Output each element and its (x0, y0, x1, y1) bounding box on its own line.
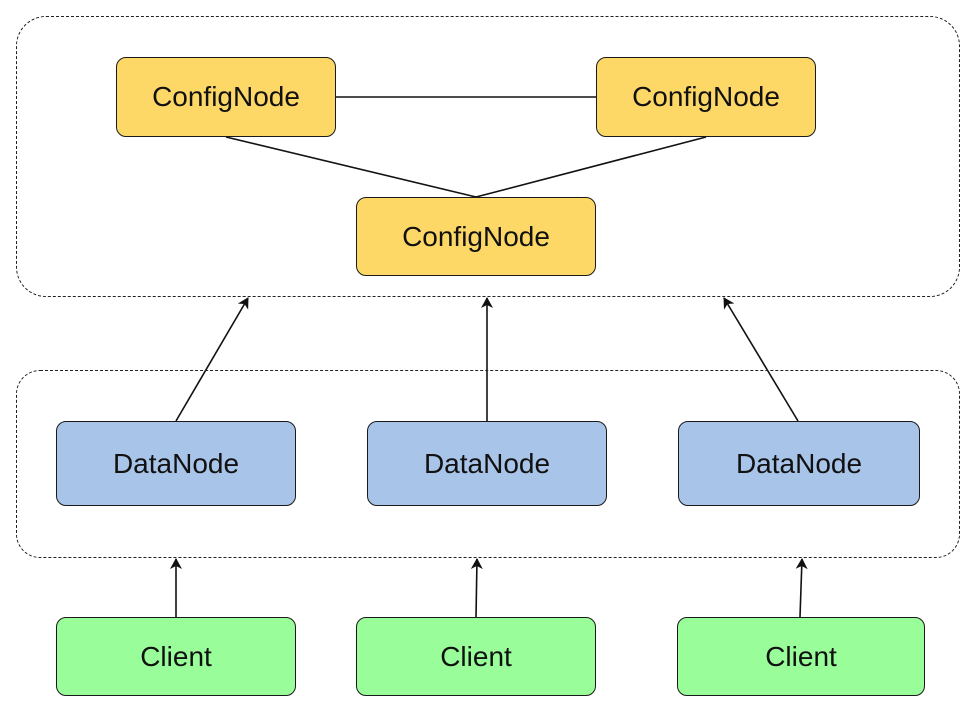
confignode-label: ConfigNode (632, 81, 780, 112)
datanode-label: DataNode (112, 447, 240, 479)
confignode-label: ConfigNode (402, 220, 550, 252)
datanode-left[interactable]: DataNode (56, 421, 296, 506)
confignode-center[interactable]: ConfigNode (356, 197, 596, 276)
client-center[interactable]: Client (356, 617, 596, 696)
datanode-label: DataNode (735, 447, 863, 479)
client-label: Client (140, 640, 212, 672)
client-3-arrow (795, 558, 808, 618)
client-right[interactable]: Client (677, 617, 925, 696)
datanode-label: DataNode (423, 447, 551, 479)
datanode-center[interactable]: DataNode (367, 421, 607, 506)
client-left[interactable]: Client (56, 617, 296, 696)
config-link-left (225, 136, 477, 198)
datanode-cluster-group (16, 370, 960, 558)
datanode-right[interactable]: DataNode (678, 421, 920, 506)
client-2-arrow (470, 558, 483, 618)
confignode-label: ConfigNode (152, 81, 300, 112)
confignode-top-left[interactable]: ConfigNode (116, 57, 336, 137)
datanode-1-arrow (175, 297, 249, 422)
datanode-3-arrow (723, 297, 799, 422)
config-link-right (475, 136, 707, 198)
confignode-cluster-group (16, 16, 960, 297)
client-label: Client (765, 640, 837, 672)
client-label: Client (440, 640, 512, 672)
confignode-top-right[interactable]: ConfigNode (596, 57, 816, 137)
